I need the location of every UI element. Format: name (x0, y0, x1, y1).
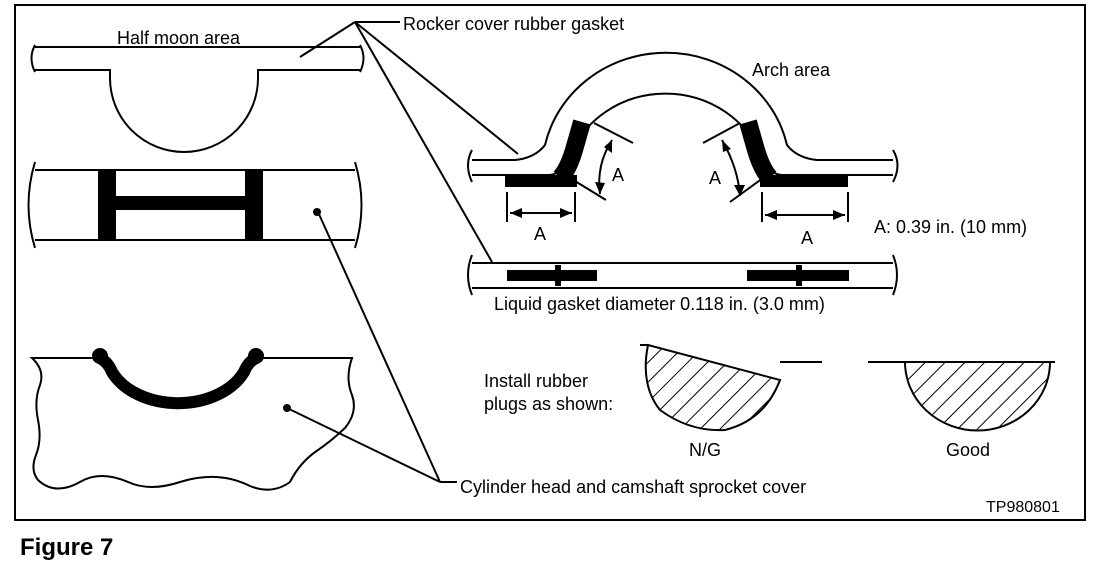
cylinder-head-part (29, 348, 355, 491)
leader-lines (286, 21, 519, 483)
dimension-markers (506, 122, 849, 222)
cylinder-head-label: Cylinder head and camshaft sprocket cove… (460, 477, 806, 497)
half-moon-label: Half moon area (117, 28, 241, 48)
figure-title: Figure 7 (20, 534, 113, 561)
half-moon-part (30, 44, 365, 153)
arch-area-part (467, 51, 899, 187)
liquid-gasket-label: Liquid gasket diameter 0.118 in. (3.0 mm… (494, 294, 825, 314)
dim-a-right-horiz: A (801, 228, 813, 248)
plug-good-example (868, 361, 1055, 432)
ng-label: N/G (689, 440, 721, 460)
h-shaped-part (27, 161, 363, 249)
install-plugs-line1: Install rubber (484, 371, 588, 391)
liquid-gasket-bar (467, 254, 898, 296)
figure-frame (14, 4, 1086, 521)
dim-a-left-diag: A (612, 165, 624, 185)
rocker-gasket-label: Rocker cover rubber gasket (403, 14, 624, 34)
install-plugs-line2: plugs as shown: (484, 394, 613, 414)
dim-a-value: A: 0.39 in. (10 mm) (874, 217, 1027, 237)
dim-a-right-diag: A (709, 168, 721, 188)
good-label: Good (946, 440, 990, 460)
arch-area-label: Arch area (752, 60, 831, 80)
figure-code: TP980801 (986, 499, 1060, 516)
dim-a-left-horiz: A (534, 224, 546, 244)
plug-ng-example (640, 343, 822, 432)
